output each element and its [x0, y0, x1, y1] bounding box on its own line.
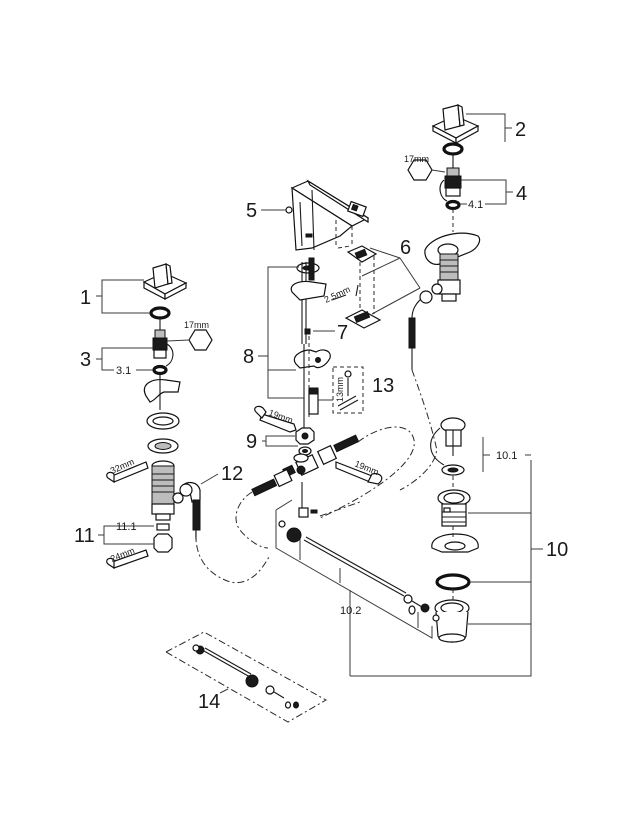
- depth-size-13: 13mm: [335, 377, 345, 402]
- part-11-1-washer: [156, 523, 170, 531]
- t-connector-assembly: 19mm: [195, 369, 437, 584]
- part-9-nut-washer: [295, 427, 315, 456]
- callout-7: 7: [337, 322, 348, 344]
- callout-4-1: 4.1: [468, 199, 483, 211]
- callout-1: 1: [80, 287, 91, 309]
- right-cartridge-part-4: [439, 167, 462, 202]
- callout-11-1: 11.1: [116, 521, 137, 533]
- left-handle-part-1: [142, 262, 188, 300]
- waste-seal-ring: [435, 573, 471, 591]
- right-handle-part-2: [431, 103, 480, 145]
- left-cartridge-part-3: [152, 329, 174, 367]
- hex-size-left: 17mm: [184, 320, 209, 330]
- accessory-part-14: 14: [164, 631, 328, 723]
- callout-11: 11: [74, 525, 95, 547]
- left-seal-part-3-1: [152, 364, 168, 376]
- callout-3: 3: [80, 349, 91, 371]
- pop-up-linkage-part-10-2: 10.2: [275, 460, 532, 677]
- callout-5: 5: [246, 200, 257, 222]
- wrench-19mm-right-icon: [335, 461, 383, 485]
- part-13-screw: [344, 370, 352, 378]
- threaded-sleeve: [308, 387, 319, 415]
- callout-10: 10: [546, 539, 568, 561]
- right-handle-assembly: 17mm 2 4 4.1: [404, 103, 527, 370]
- callout-6: 6: [400, 237, 411, 259]
- aerator-part-6: [344, 245, 382, 329]
- right-seal-part-4-1: [445, 199, 461, 211]
- allen-key-icon: [331, 284, 359, 301]
- right-supply-path: [399, 369, 437, 491]
- right-supply-hose: [408, 290, 433, 370]
- left-hose-path: [235, 491, 269, 549]
- part-13-box: [332, 366, 364, 414]
- callout-8: 8: [243, 346, 254, 368]
- callout-2: 2: [515, 119, 526, 141]
- left-escutcheon: [143, 379, 181, 403]
- right-valve-body: [424, 232, 481, 302]
- callout-13: 13: [372, 375, 394, 397]
- wrench-24mm-icon: [106, 549, 149, 570]
- fixing-plate: [293, 349, 331, 369]
- waste-assembly-part-10: 10.1 10: [430, 417, 568, 643]
- callout-9: 9: [246, 431, 257, 453]
- callout-14: 14: [198, 691, 220, 713]
- spout-part-5: [285, 179, 370, 251]
- right-hose-connector: [316, 434, 360, 466]
- left-supply-path: [195, 529, 271, 584]
- left-handle-assembly: 1 17mm 3 3.1 32mm: [74, 262, 243, 570]
- part-11-nut: [153, 533, 173, 553]
- linkage-knob: [286, 527, 302, 543]
- callout-10-2: 10.2: [340, 605, 361, 617]
- callout-10-1: 10.1: [496, 450, 517, 462]
- spout-assembly: 5 2.5mm 6: [243, 179, 421, 456]
- pop-up-plug-part-10-1: [430, 417, 466, 476]
- t-connector: [282, 453, 319, 478]
- left-elbow-hose-part-12: [179, 481, 201, 540]
- callout-12: 12: [221, 463, 243, 485]
- callout-4: 4: [516, 183, 527, 205]
- part-14-box: [164, 631, 328, 723]
- allen-key-size: 2.5mm: [323, 284, 352, 305]
- wrench-19mm-icon: [254, 405, 297, 433]
- callout-3-1: 3.1: [116, 365, 131, 377]
- left-valve-body: [151, 460, 184, 521]
- left-o-ring: [149, 306, 171, 320]
- hex-size-right: 17mm: [404, 154, 429, 164]
- left-hose-connector: [251, 468, 293, 497]
- hex-wrench-left-icon: [188, 329, 213, 351]
- waste-body: [437, 489, 471, 527]
- drain-cup: [432, 599, 470, 643]
- right-o-ring: [442, 142, 464, 156]
- wrench-32mm-icon: [106, 461, 149, 484]
- spout-mounting-stud: [290, 257, 327, 344]
- part-7-nut: [304, 328, 311, 335]
